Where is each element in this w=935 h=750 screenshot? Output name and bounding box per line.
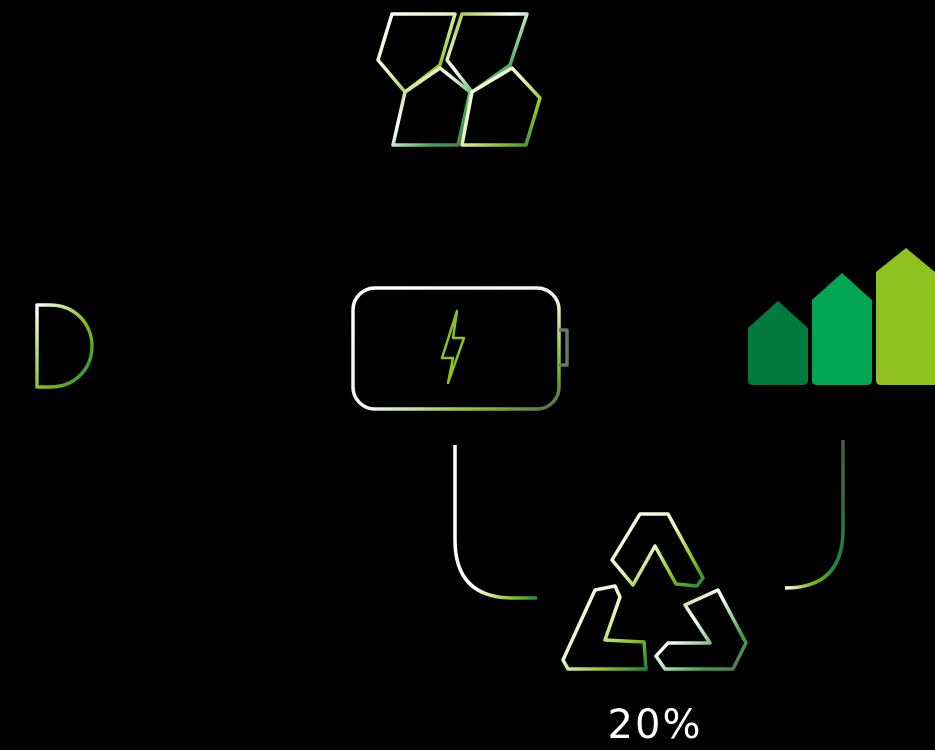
plug-icon <box>18 303 94 389</box>
recycle-icon <box>561 512 748 671</box>
houses-recycle-connector <box>784 440 845 590</box>
battery-recycle-connector <box>453 445 537 600</box>
battery-icon <box>351 286 569 411</box>
recycling-percentage: 20% <box>607 702 703 748</box>
lightning-bolt-icon <box>440 309 466 385</box>
solar-panel-icon <box>376 12 542 147</box>
house-bars-icon <box>748 248 935 385</box>
